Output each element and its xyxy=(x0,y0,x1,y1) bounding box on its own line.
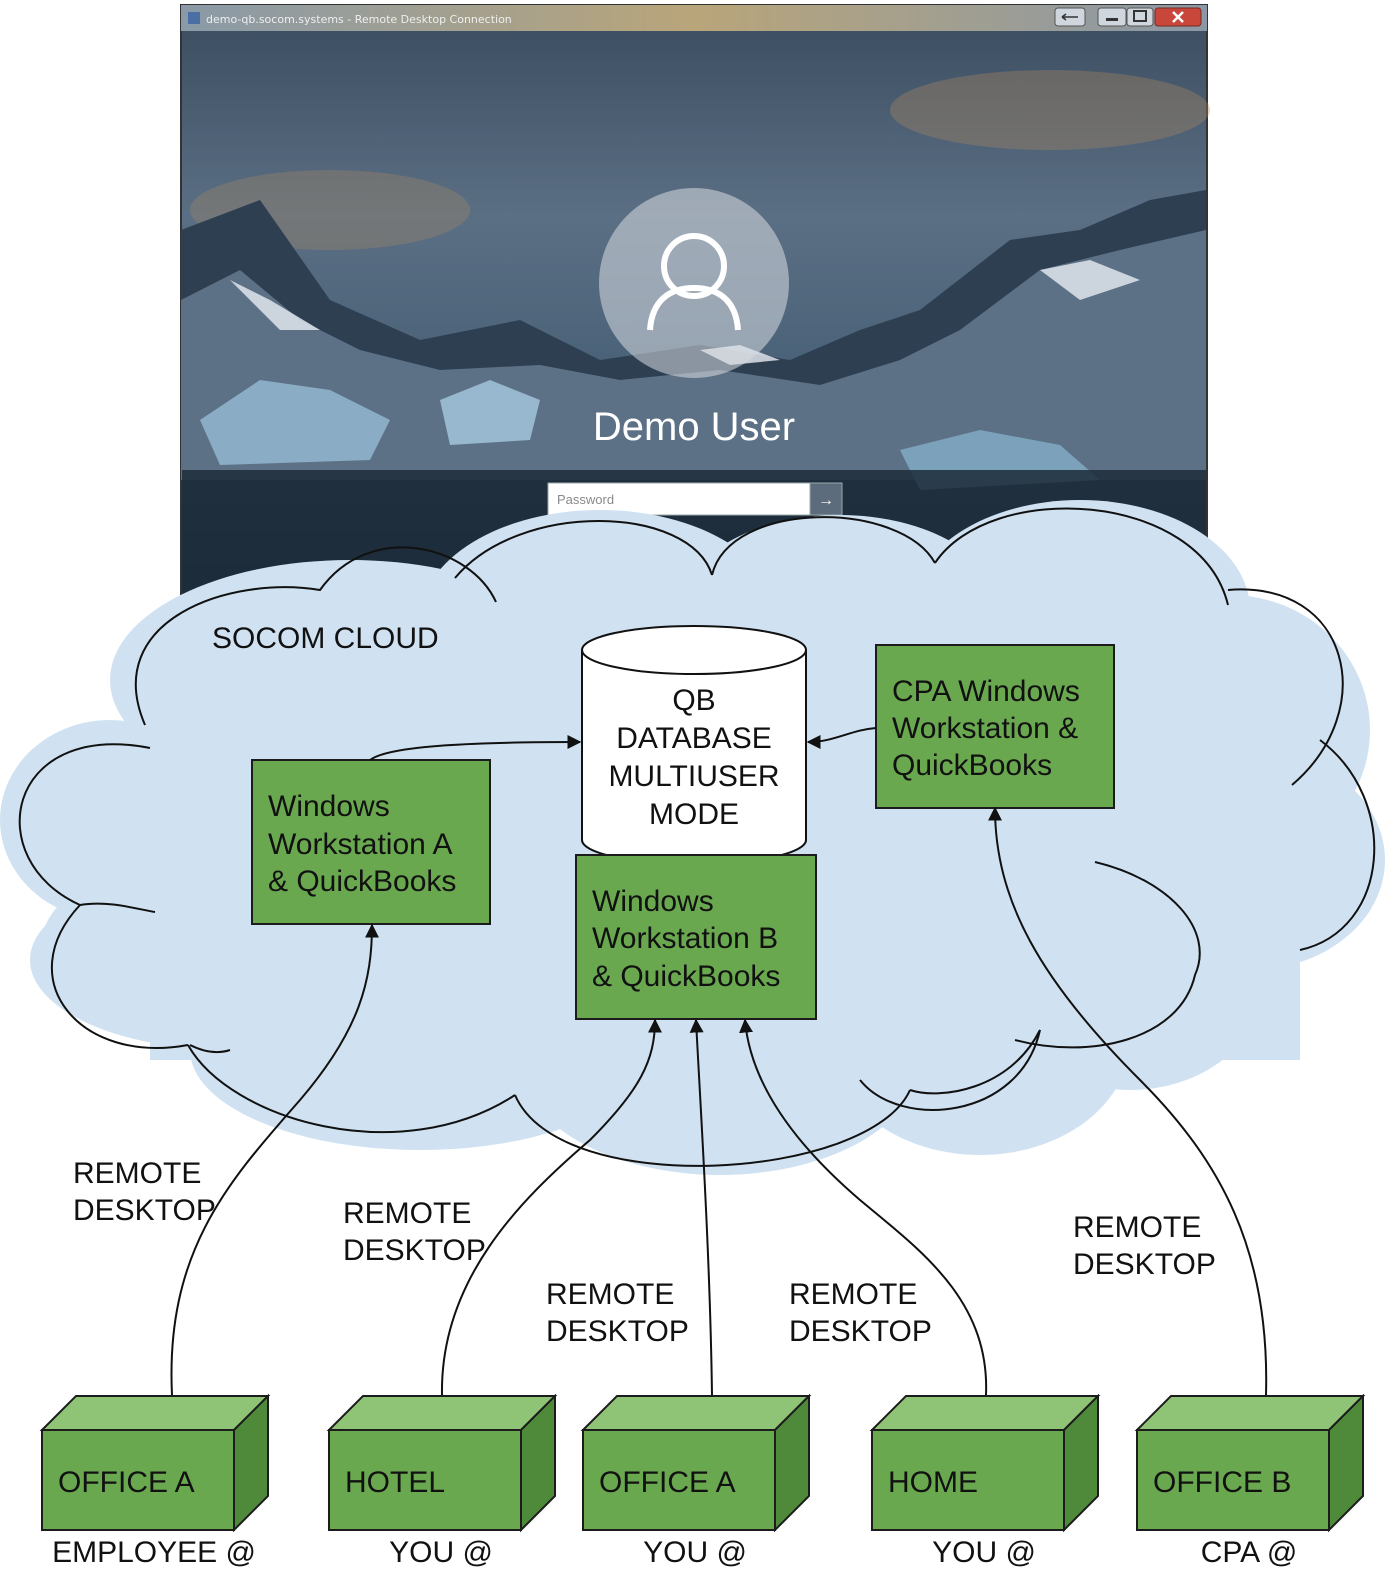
remote-label-line: DESKTOP xyxy=(546,1315,689,1348)
workstation-cpa: CPA Windows Workstation & QuickBooks xyxy=(875,644,1115,809)
location-user: EMPLOYEE @ xyxy=(52,1536,256,1569)
connectors xyxy=(170,727,1268,1396)
link-hotel xyxy=(440,1018,662,1396)
avatar xyxy=(599,188,789,378)
workstation-cpa-line: Workstation & xyxy=(892,712,1078,745)
remote-label-line: DESKTOP xyxy=(343,1234,486,1267)
submit-button[interactable]: → xyxy=(809,482,843,516)
location-name: OFFICE A xyxy=(599,1466,736,1499)
remote-desktop-label: REMOTE DESKTOP xyxy=(546,1278,689,1348)
location-box: OFFICE B CPA @ xyxy=(1134,1393,1366,1569)
workstation-cpa-line: QuickBooks xyxy=(892,749,1052,782)
user-name: Demo User xyxy=(593,405,795,449)
location-box: OFFICE A EMPLOYEE @ xyxy=(39,1393,271,1569)
remote-label-line: REMOTE xyxy=(73,1157,201,1190)
remote-desktop-window: demo-qb.socom.systems - Remote Desktop C… xyxy=(180,4,1210,606)
database-line: DATABASE xyxy=(616,722,772,755)
workstation-b: Windows Workstation B & QuickBooks xyxy=(575,854,817,1020)
remote-desktop-label: REMOTE DESKTOP xyxy=(1073,1211,1216,1281)
workstation-a-line: Windows xyxy=(268,790,390,823)
maximize-icon[interactable] xyxy=(1126,7,1154,27)
close-icon[interactable] xyxy=(1154,7,1202,27)
minimize-icon[interactable] xyxy=(1097,7,1127,27)
remote-desktop-app-icon xyxy=(188,12,200,24)
location-user: YOU @ xyxy=(932,1536,1036,1569)
arrow-cpa-to-db xyxy=(806,727,877,749)
user-icon xyxy=(647,233,741,331)
remote-desktop-label: REMOTE DESKTOP xyxy=(343,1197,486,1267)
remote-desktop-label: REMOTE DESKTOP xyxy=(789,1278,932,1348)
database-line: MULTIUSER xyxy=(608,760,779,793)
remote-label-line: DESKTOP xyxy=(789,1315,932,1348)
qb-database: QB DATABASE MULTIUSER MODE xyxy=(581,625,807,865)
link-office-a-employee xyxy=(170,923,379,1396)
location-box: OFFICE A YOU @ xyxy=(580,1393,812,1569)
workstation-b-line: Windows xyxy=(592,885,714,918)
workstation-a-line: & QuickBooks xyxy=(268,865,456,898)
restore-icon[interactable] xyxy=(1054,7,1086,27)
location-name: HOTEL xyxy=(345,1466,445,1499)
database-line: QB xyxy=(672,684,715,717)
password-placeholder: Password xyxy=(557,492,614,507)
location-user: YOU @ xyxy=(643,1536,747,1569)
location-box: HOTEL YOU @ xyxy=(326,1393,558,1569)
location-user: YOU @ xyxy=(389,1536,493,1569)
remote-desktop-label: REMOTE DESKTOP xyxy=(73,1157,216,1227)
link-office-a-you xyxy=(689,1018,713,1396)
remote-label-line: DESKTOP xyxy=(1073,1248,1216,1281)
link-office-b xyxy=(988,806,1268,1396)
workstation-a-line: Workstation A xyxy=(268,828,453,861)
remote-label-line: REMOTE xyxy=(1073,1211,1201,1244)
location-user: CPA @ xyxy=(1201,1536,1298,1569)
location-name: HOME xyxy=(888,1466,978,1499)
remote-label-line: REMOTE xyxy=(546,1278,674,1311)
arrow-right-icon: → xyxy=(818,492,834,509)
password-field[interactable]: Password xyxy=(547,482,811,516)
workstation-b-line: & QuickBooks xyxy=(592,960,780,993)
remote-label-line: REMOTE xyxy=(789,1278,917,1311)
location-box: HOME YOU @ xyxy=(869,1393,1101,1569)
arrow-ws-a-to-db xyxy=(369,735,582,761)
workstation-cpa-line: CPA Windows xyxy=(892,675,1080,708)
cloud-label: SOCOM CLOUD xyxy=(212,622,439,655)
workstation-a: Windows Workstation A & QuickBooks xyxy=(251,759,491,925)
remote-label-line: DESKTOP xyxy=(73,1194,216,1227)
database-line: MODE xyxy=(649,798,739,831)
location-name: OFFICE A xyxy=(58,1466,195,1499)
workstation-b-line: Workstation B xyxy=(592,922,778,955)
window-title: demo-qb.socom.systems - Remote Desktop C… xyxy=(206,13,512,26)
location-name: OFFICE B xyxy=(1153,1466,1291,1499)
remote-label-line: REMOTE xyxy=(343,1197,471,1230)
link-home xyxy=(739,1018,988,1396)
